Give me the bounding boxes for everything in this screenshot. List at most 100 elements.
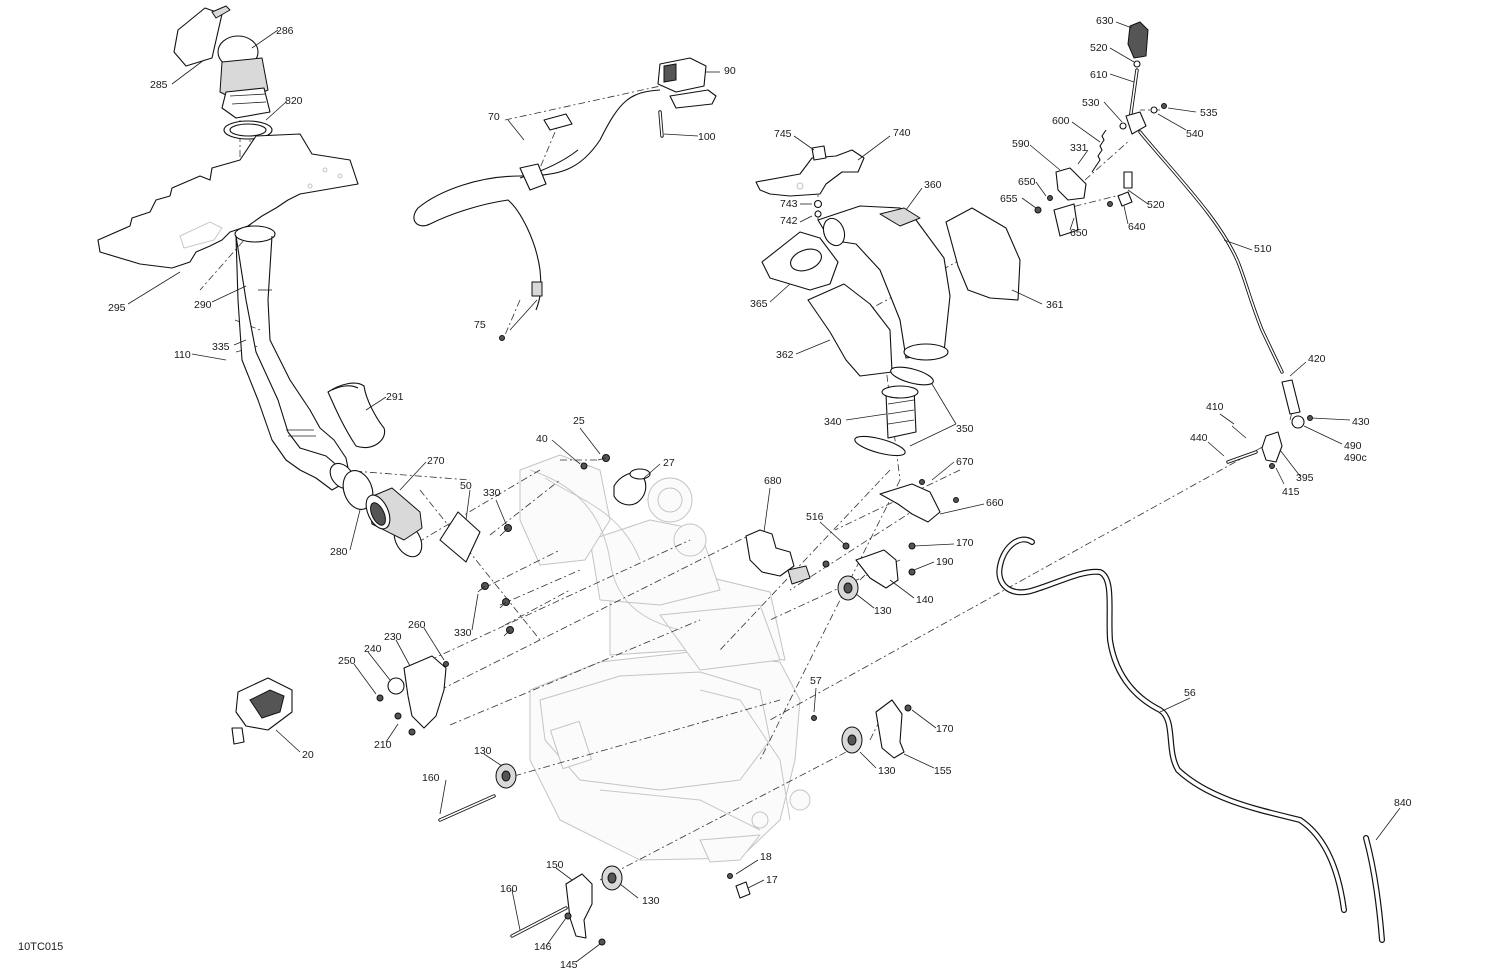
callout-395: 395 [1296, 472, 1314, 484]
part-290-intake-tube [234, 225, 355, 491]
callout-840: 840 [1394, 797, 1412, 809]
part-600-spring [1091, 129, 1107, 173]
diagram-code: 10TC015 [18, 941, 63, 953]
callout-291: 291 [386, 391, 404, 403]
callout-650-a: 650 [1018, 176, 1036, 188]
callout-670: 670 [956, 456, 974, 468]
callout-742: 742 [780, 215, 798, 227]
part-840-hose [1363, 835, 1385, 943]
callout-655: 655 [1000, 193, 1018, 205]
callout-820: 820 [285, 95, 303, 107]
part-630-knob [1127, 21, 1149, 59]
callout-420: 420 [1308, 353, 1326, 365]
callout-110: 110 [174, 349, 191, 361]
callout-490: 490 [1344, 440, 1362, 452]
callout-590: 590 [1012, 138, 1030, 150]
callout-540: 540 [1186, 128, 1204, 140]
callout-18: 18 [760, 851, 772, 863]
part-75-nut [499, 335, 505, 341]
part-140-bracket [855, 542, 916, 589]
leader-lines [127, 21, 1401, 963]
callout-56: 56 [1184, 687, 1196, 699]
part-20-cap [231, 677, 293, 745]
callout-365: 365 [750, 298, 768, 310]
part-155-bracket [875, 699, 912, 759]
part-340-filter [881, 385, 919, 439]
callout-50: 50 [460, 480, 472, 492]
callout-20: 20 [302, 749, 314, 761]
callout-57: 57 [810, 675, 822, 687]
callout-210: 210 [374, 739, 392, 751]
callout-680: 680 [764, 475, 782, 487]
callout-535: 535 [1200, 107, 1218, 119]
callout-530: 530 [1082, 97, 1100, 109]
callout-27: 27 [663, 457, 675, 469]
part-100-pin [658, 110, 664, 138]
callout-745: 745 [774, 128, 792, 140]
part-680-module [745, 529, 811, 585]
part-57-bolt [811, 715, 817, 721]
part-650-655-bolts [1034, 195, 1113, 214]
callout-130-b: 130 [878, 765, 896, 777]
part-520-top [1133, 60, 1141, 68]
callout-520-b: 520 [1147, 199, 1165, 211]
callout-286: 286 [276, 25, 294, 37]
part-50-sticker [439, 511, 481, 563]
part-360-duct [817, 205, 951, 361]
callout-70: 70 [488, 111, 500, 123]
part-740-bracket [755, 149, 865, 197]
callout-516: 516 [806, 511, 824, 523]
callout-650-b: 650 [1070, 227, 1088, 239]
callout-340: 340 [824, 416, 842, 428]
part-530-535-540-hardware [1119, 103, 1167, 130]
callout-290: 290 [194, 299, 212, 311]
callout-360: 360 [924, 179, 942, 191]
callout-240: 240 [364, 643, 382, 655]
part-160-bolt-a [438, 794, 496, 822]
callout-170-b: 170 [936, 723, 954, 735]
part-160-bolt-b [510, 906, 568, 938]
part-430-490-end [1291, 415, 1313, 429]
callout-361: 361 [1046, 299, 1064, 311]
callout-285: 285 [150, 79, 168, 91]
part-420-sleeve [1281, 379, 1301, 415]
callout-330-a: 330 [483, 487, 501, 499]
part-130-mount-b [841, 726, 863, 754]
part-56-hose [996, 536, 1347, 913]
callout-743: 743 [780, 198, 798, 210]
callout-75: 75 [474, 319, 486, 331]
callout-100: 100 [698, 131, 716, 143]
part-130-mount-a [837, 575, 859, 601]
callout-410: 410 [1206, 401, 1224, 413]
callout-280: 280 [330, 546, 348, 558]
engine-block-ghost [519, 454, 811, 863]
callout-330-b: 330 [454, 627, 472, 639]
callout-146: 146 [534, 941, 552, 953]
callout-490c: 490c [1344, 452, 1367, 464]
part-820-clamp [223, 120, 273, 140]
part-745-clip [811, 145, 827, 161]
part-230-bracket [376, 655, 449, 736]
part-25-40-bolts [580, 454, 610, 470]
callout-150: 150 [546, 859, 564, 871]
callout-295: 295 [108, 302, 126, 314]
part-270-coupler [365, 487, 423, 541]
part-27-elbow [613, 468, 651, 506]
part-295-plate [97, 133, 359, 269]
part-130-mount-c [495, 763, 517, 789]
part-362-shield [807, 283, 893, 377]
part-70-harness [413, 89, 661, 331]
callout-160-a: 160 [422, 772, 440, 784]
callout-331: 331 [1070, 142, 1088, 154]
callout-440: 440 [1190, 432, 1208, 444]
callout-660: 660 [986, 497, 1004, 509]
part-286-intake-adapter [217, 35, 271, 119]
callout-640: 640 [1128, 221, 1146, 233]
callout-130-d: 130 [642, 895, 660, 907]
part-150-bracket [564, 873, 606, 946]
part-350-clamps [854, 366, 934, 457]
part-743-742-washers [813, 199, 823, 218]
callout-130-a: 130 [874, 605, 892, 617]
part-330-screws [477, 524, 514, 637]
